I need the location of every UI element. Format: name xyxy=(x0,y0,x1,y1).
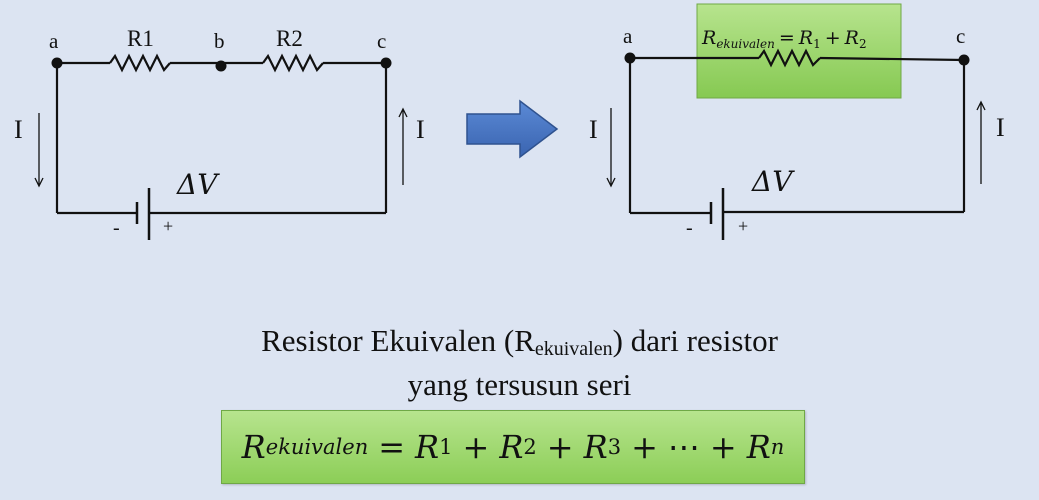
formula-t3-sub: 3 xyxy=(607,435,622,459)
r2-label: R2 xyxy=(276,26,303,51)
current-left-label: I xyxy=(14,115,23,144)
left-nodes xyxy=(51,57,392,72)
formula-t2: R xyxy=(499,428,524,466)
node-a-dot xyxy=(51,57,63,69)
node-c-dot xyxy=(380,57,392,69)
formula-plus-4: + xyxy=(709,428,737,466)
right-voltage-label: ΔV xyxy=(751,165,795,198)
node-b-label: b xyxy=(214,29,225,53)
current-arrow-right-head xyxy=(398,107,408,118)
formula-plus-3: + xyxy=(631,428,658,466)
formula-t1-sub: 1 xyxy=(439,435,453,459)
resistor-r1 xyxy=(109,53,171,73)
node-c-label: c xyxy=(377,29,386,53)
formula-lhs-sub: ekuivalen xyxy=(265,435,369,459)
right-nodes xyxy=(624,52,970,66)
formula-equals: = xyxy=(378,428,406,466)
right-current-arrow-right-head xyxy=(976,100,986,111)
caption-line-2: yang tersusun seri xyxy=(0,366,1039,404)
right-circuit xyxy=(606,48,986,240)
current-arrow-left-head xyxy=(34,177,44,188)
equivalent-resistor-box xyxy=(696,3,902,99)
formula-tn-sub: n xyxy=(770,435,785,459)
right-current-arrow-left-head xyxy=(606,177,616,188)
caption-line1-sub: ekuivalen xyxy=(534,338,613,360)
right-node-a-dot xyxy=(624,52,636,64)
node-b-dot xyxy=(215,60,227,72)
caption-line-1: Resistor Ekuivalen (Rekuivalen) dari res… xyxy=(0,322,1039,368)
left-circuit xyxy=(34,53,408,240)
formula-t3: R xyxy=(583,428,608,466)
right-node-a-label: a xyxy=(623,24,633,48)
caption-line2: yang tersusun seri xyxy=(407,367,632,402)
formula-plus-1: + xyxy=(462,428,490,466)
right-node-c-dot xyxy=(958,54,970,66)
right-wire-top-2 xyxy=(819,56,965,62)
right-battery-minus: - xyxy=(686,217,693,239)
formula-dots: ⋯ xyxy=(667,428,700,466)
formula-lhs: R xyxy=(241,428,266,466)
right-current-right-label: I xyxy=(996,113,1005,142)
voltage-label: ΔV xyxy=(176,168,220,201)
formula-tn: R xyxy=(746,428,771,466)
right-battery-plus: + xyxy=(738,216,748,236)
resistor-r2 xyxy=(262,53,324,73)
right-labels: a c Rekuivalen=R1+R2 I I ΔV - + xyxy=(589,24,1005,239)
right-node-c-label: c xyxy=(956,24,965,48)
caption-line1-after: ) dari resistor xyxy=(612,323,778,358)
node-a-label: a xyxy=(49,29,59,53)
formula-t2-sub: 2 xyxy=(523,435,537,459)
battery-minus: - xyxy=(113,217,120,239)
transform-arrow xyxy=(466,99,559,159)
battery-plus: + xyxy=(163,216,173,236)
r1-label: R1 xyxy=(127,26,154,51)
left-labels: a R1 b R2 c I I ΔV - + xyxy=(14,26,425,239)
resistor-equivalent xyxy=(758,48,821,68)
current-right-label: I xyxy=(416,115,425,144)
right-current-left-label: I xyxy=(589,115,598,144)
formula-t1: R xyxy=(415,428,440,466)
formula-plus-2: + xyxy=(546,428,574,466)
equivalent-formula-label: Rekuivalen=R1+R2 xyxy=(701,27,867,51)
caption-line1-before: Resistor Ekuivalen (R xyxy=(261,323,535,358)
